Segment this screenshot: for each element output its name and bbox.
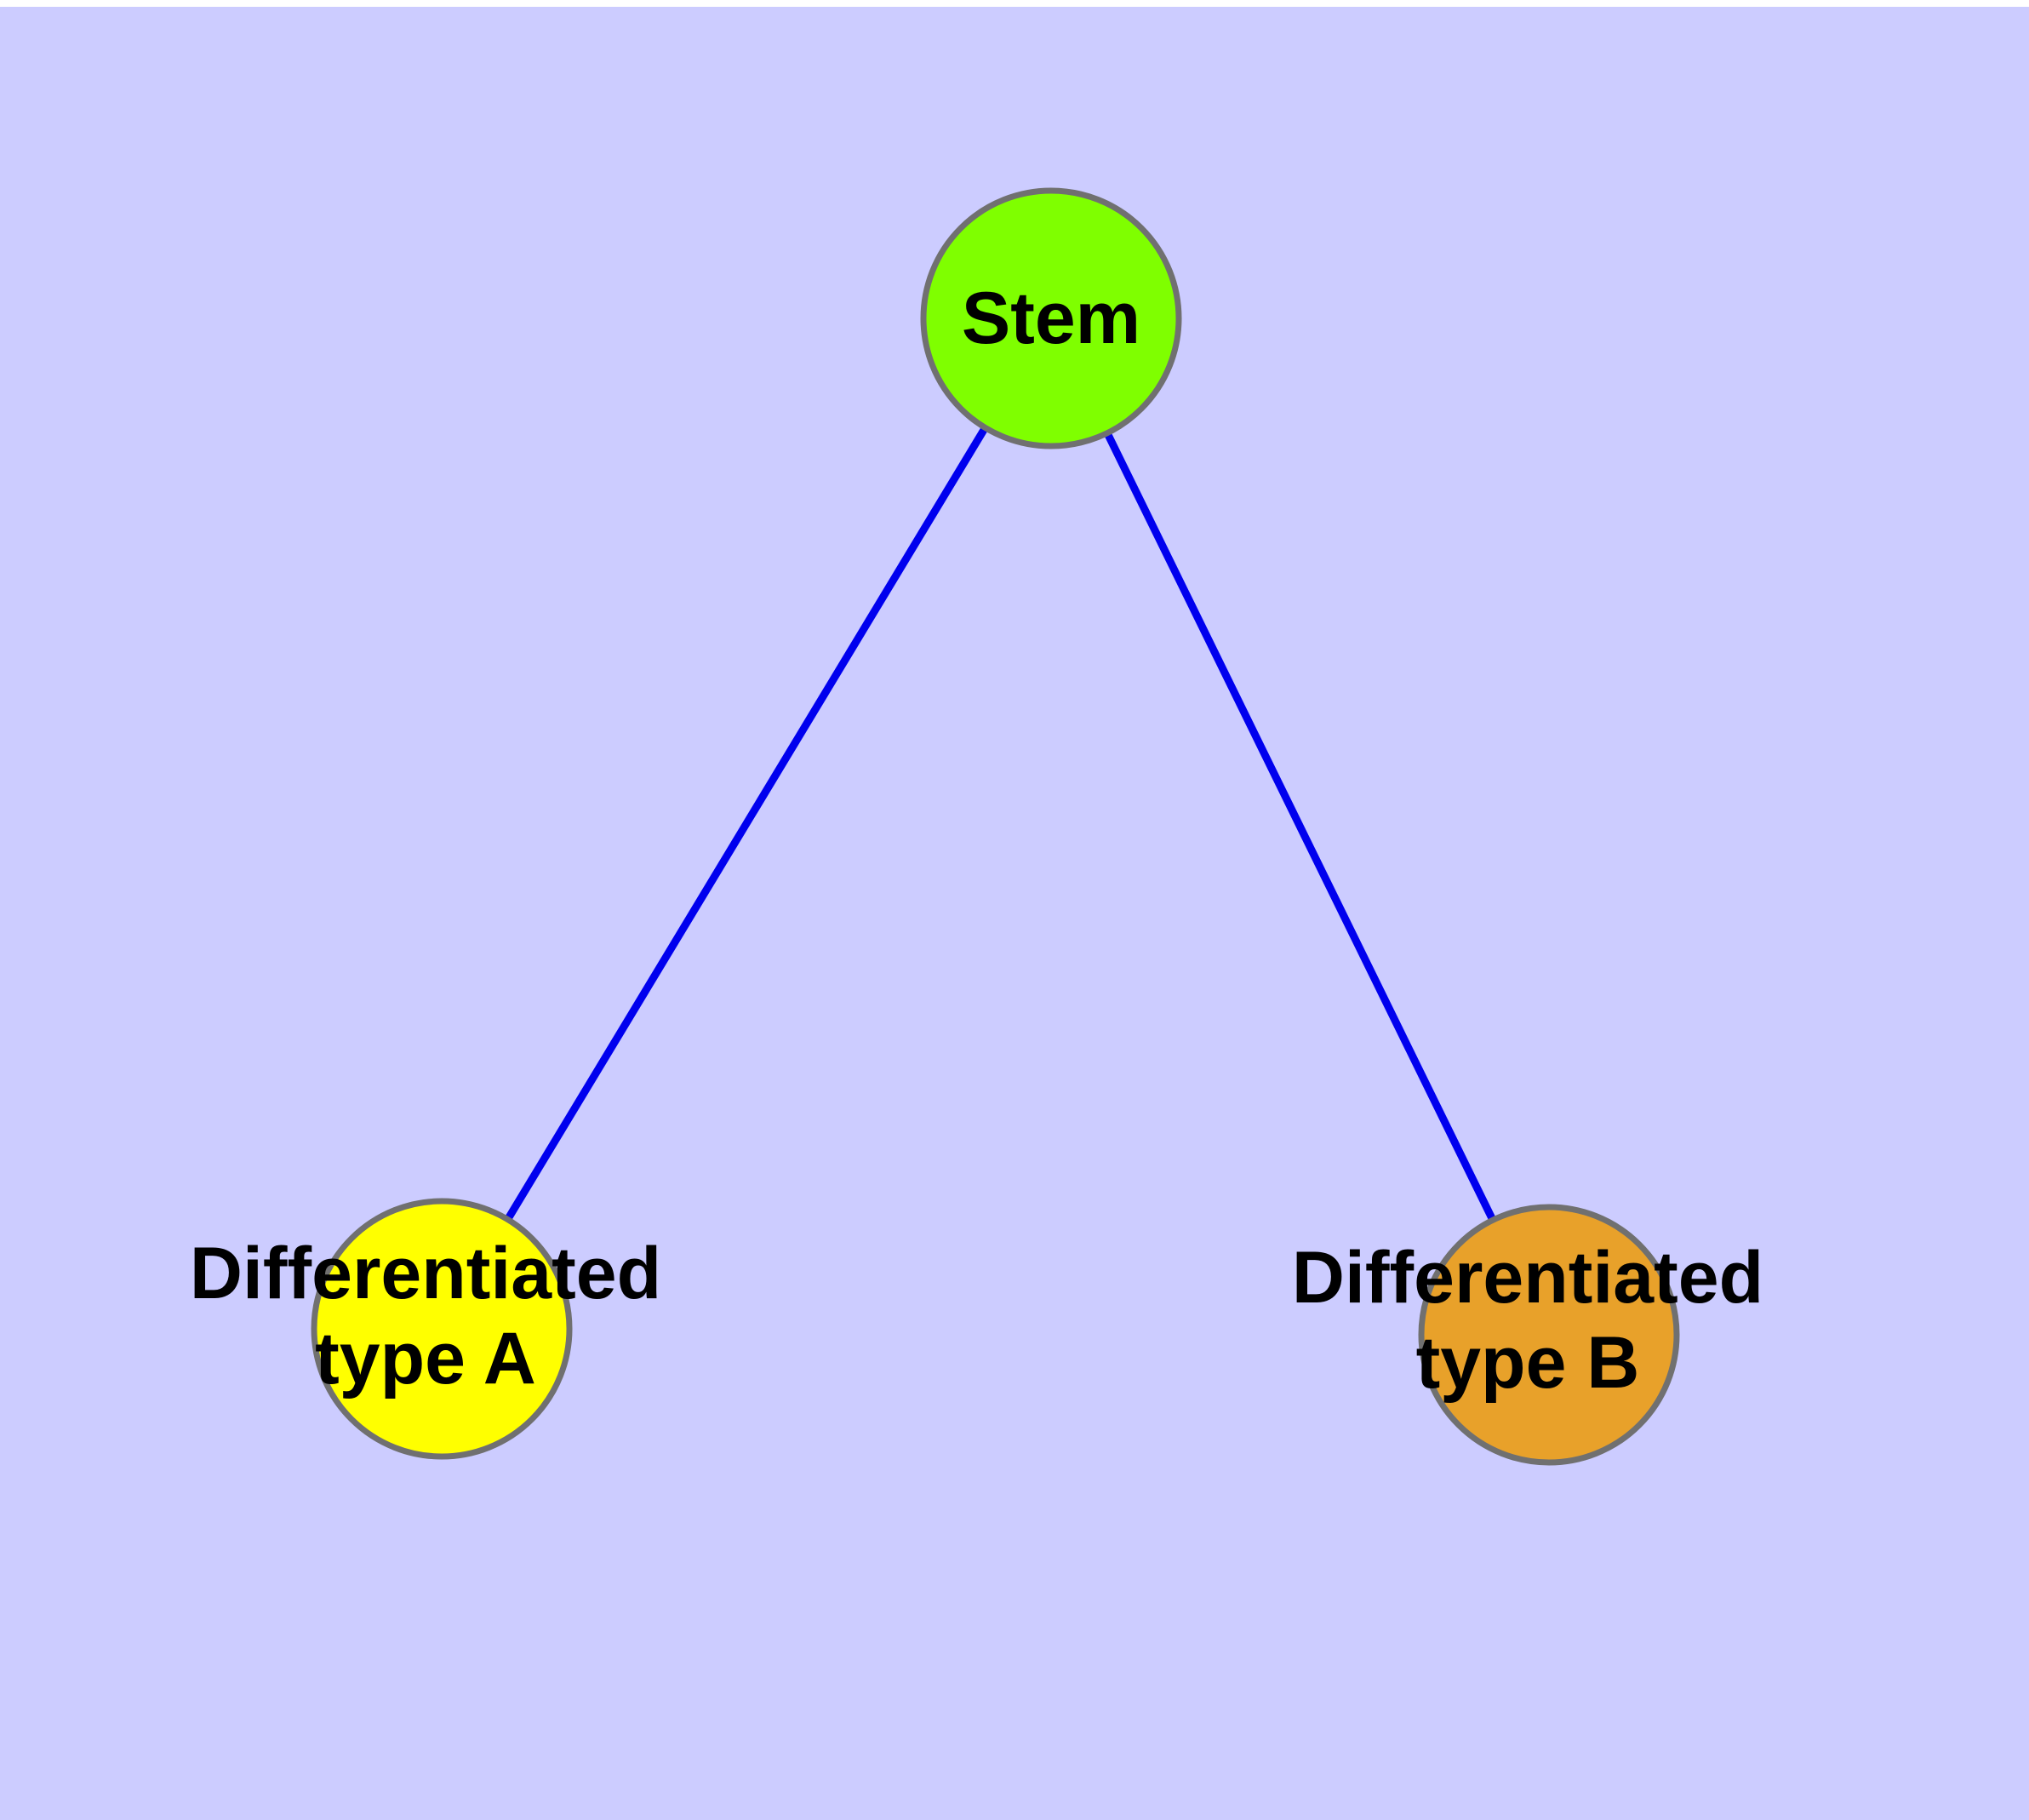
node-label-line: Differentiated: [190, 1233, 661, 1314]
edge-layer: [438, 316, 1553, 1336]
node-label-line: Differentiated: [1292, 1237, 1763, 1319]
node-label-line: type A: [315, 1318, 536, 1399]
node-label-stem: Stem: [962, 278, 1140, 359]
edge-stem-to-b: [1047, 317, 1553, 1336]
node-diff_a[interactable]: [311, 1198, 573, 1460]
node-diff_b[interactable]: [1418, 1204, 1680, 1466]
node-stem[interactable]: [920, 187, 1182, 449]
node-label-line: Stem: [962, 278, 1140, 359]
node-label-line: type B: [1416, 1322, 1640, 1404]
node-layer: [311, 187, 1680, 1466]
edge-stem-to-a: [438, 316, 1055, 1331]
